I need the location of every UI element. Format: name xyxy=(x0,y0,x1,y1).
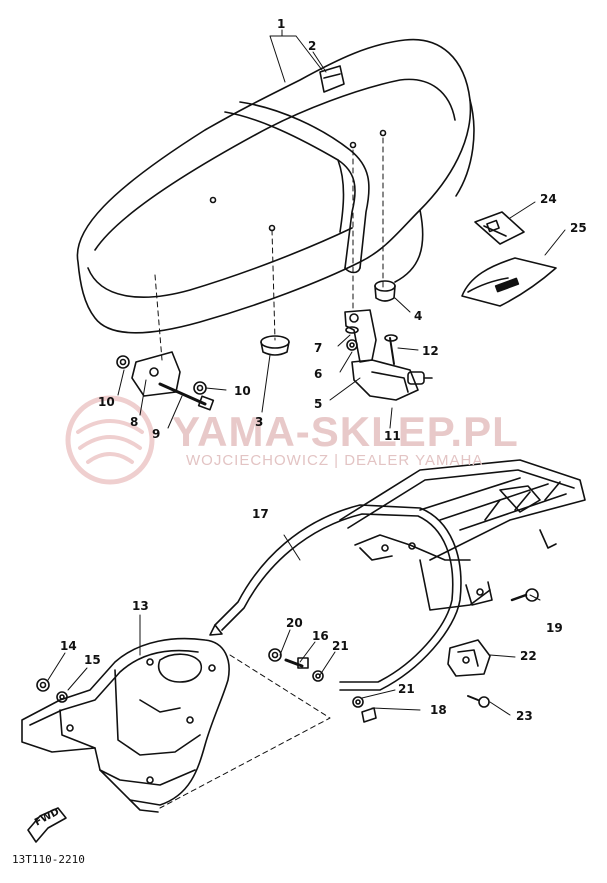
callout-1: 1 xyxy=(277,17,286,31)
seat-hinge xyxy=(116,351,215,411)
part-3-damper xyxy=(260,335,290,356)
callout-7: 7 xyxy=(314,341,323,355)
callout-8: 8 xyxy=(130,415,139,429)
callout-15: 15 xyxy=(84,653,101,667)
seat-lock-assembly xyxy=(344,309,433,401)
callout-4: 4 xyxy=(414,309,423,323)
callout-10-right: 10 xyxy=(234,384,251,398)
callout-11: 11 xyxy=(384,429,401,443)
part-22-bracket xyxy=(447,639,491,677)
seat xyxy=(76,38,475,334)
leader-lines xyxy=(47,29,566,809)
watermark-brand: YAMA-SKLEP.PL xyxy=(172,408,519,455)
callout-10-left: 10 xyxy=(98,395,115,409)
callout-5: 5 xyxy=(314,397,323,411)
callout-13: 13 xyxy=(132,599,149,613)
part-23-screw xyxy=(467,695,490,708)
callout-21-upper: 21 xyxy=(332,639,349,653)
callout-23: 23 xyxy=(516,709,533,723)
forward-arrow-icon xyxy=(27,807,67,843)
callout-19: 19 xyxy=(546,621,563,635)
parts-14-15 xyxy=(36,678,68,703)
callout-20: 20 xyxy=(286,616,303,630)
callout-6: 6 xyxy=(314,367,323,381)
callout-24: 24 xyxy=(540,192,557,206)
callout-9: 9 xyxy=(152,427,161,441)
part-24-clip xyxy=(474,211,525,245)
callout-16: 16 xyxy=(312,629,329,643)
callout-2: 2 xyxy=(308,39,317,53)
part-19-bolt xyxy=(510,588,539,602)
part-25-pouch xyxy=(461,257,557,307)
rear-carrier xyxy=(209,459,586,691)
callout-25: 25 xyxy=(570,221,587,235)
callout-14: 14 xyxy=(60,639,77,653)
watermark-logo xyxy=(65,395,155,485)
callout-17: 17 xyxy=(252,507,269,521)
parts-16-20-21 xyxy=(268,648,377,723)
callout-21-lower: 21 xyxy=(398,682,415,696)
callout-12: 12 xyxy=(422,344,439,358)
diagram-code: 13T110-2210 xyxy=(12,853,85,866)
callout-22: 22 xyxy=(520,649,537,663)
callout-18: 18 xyxy=(430,703,447,717)
watermark-subtitle: WOJCIECHOWICZ | DEALER YAMAHA xyxy=(186,452,484,469)
part-4-damper xyxy=(374,280,396,302)
rear-frame-bracket xyxy=(21,637,230,813)
callout-3: 3 xyxy=(255,415,264,429)
